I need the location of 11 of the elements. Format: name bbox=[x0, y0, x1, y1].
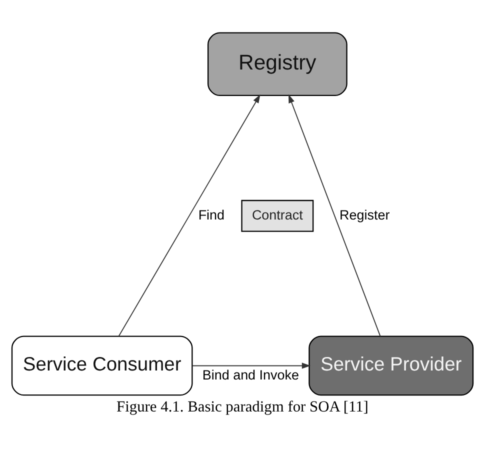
node-box: Contract bbox=[241, 199, 314, 232]
arrow bbox=[192, 362, 311, 368]
arrow bbox=[288, 94, 381, 336]
node-box: Service Provider bbox=[308, 335, 474, 396]
caption: Figure 4.1. Basic paradigm for SOA [11] bbox=[116, 398, 368, 415]
edge-label: Register bbox=[340, 206, 390, 222]
edge-label: Find bbox=[198, 206, 225, 222]
node-box: Registry bbox=[207, 32, 348, 96]
arrow bbox=[118, 94, 260, 336]
node-box: Service Consumer bbox=[11, 335, 193, 396]
edge-label: Bind and Invoke bbox=[202, 366, 299, 382]
